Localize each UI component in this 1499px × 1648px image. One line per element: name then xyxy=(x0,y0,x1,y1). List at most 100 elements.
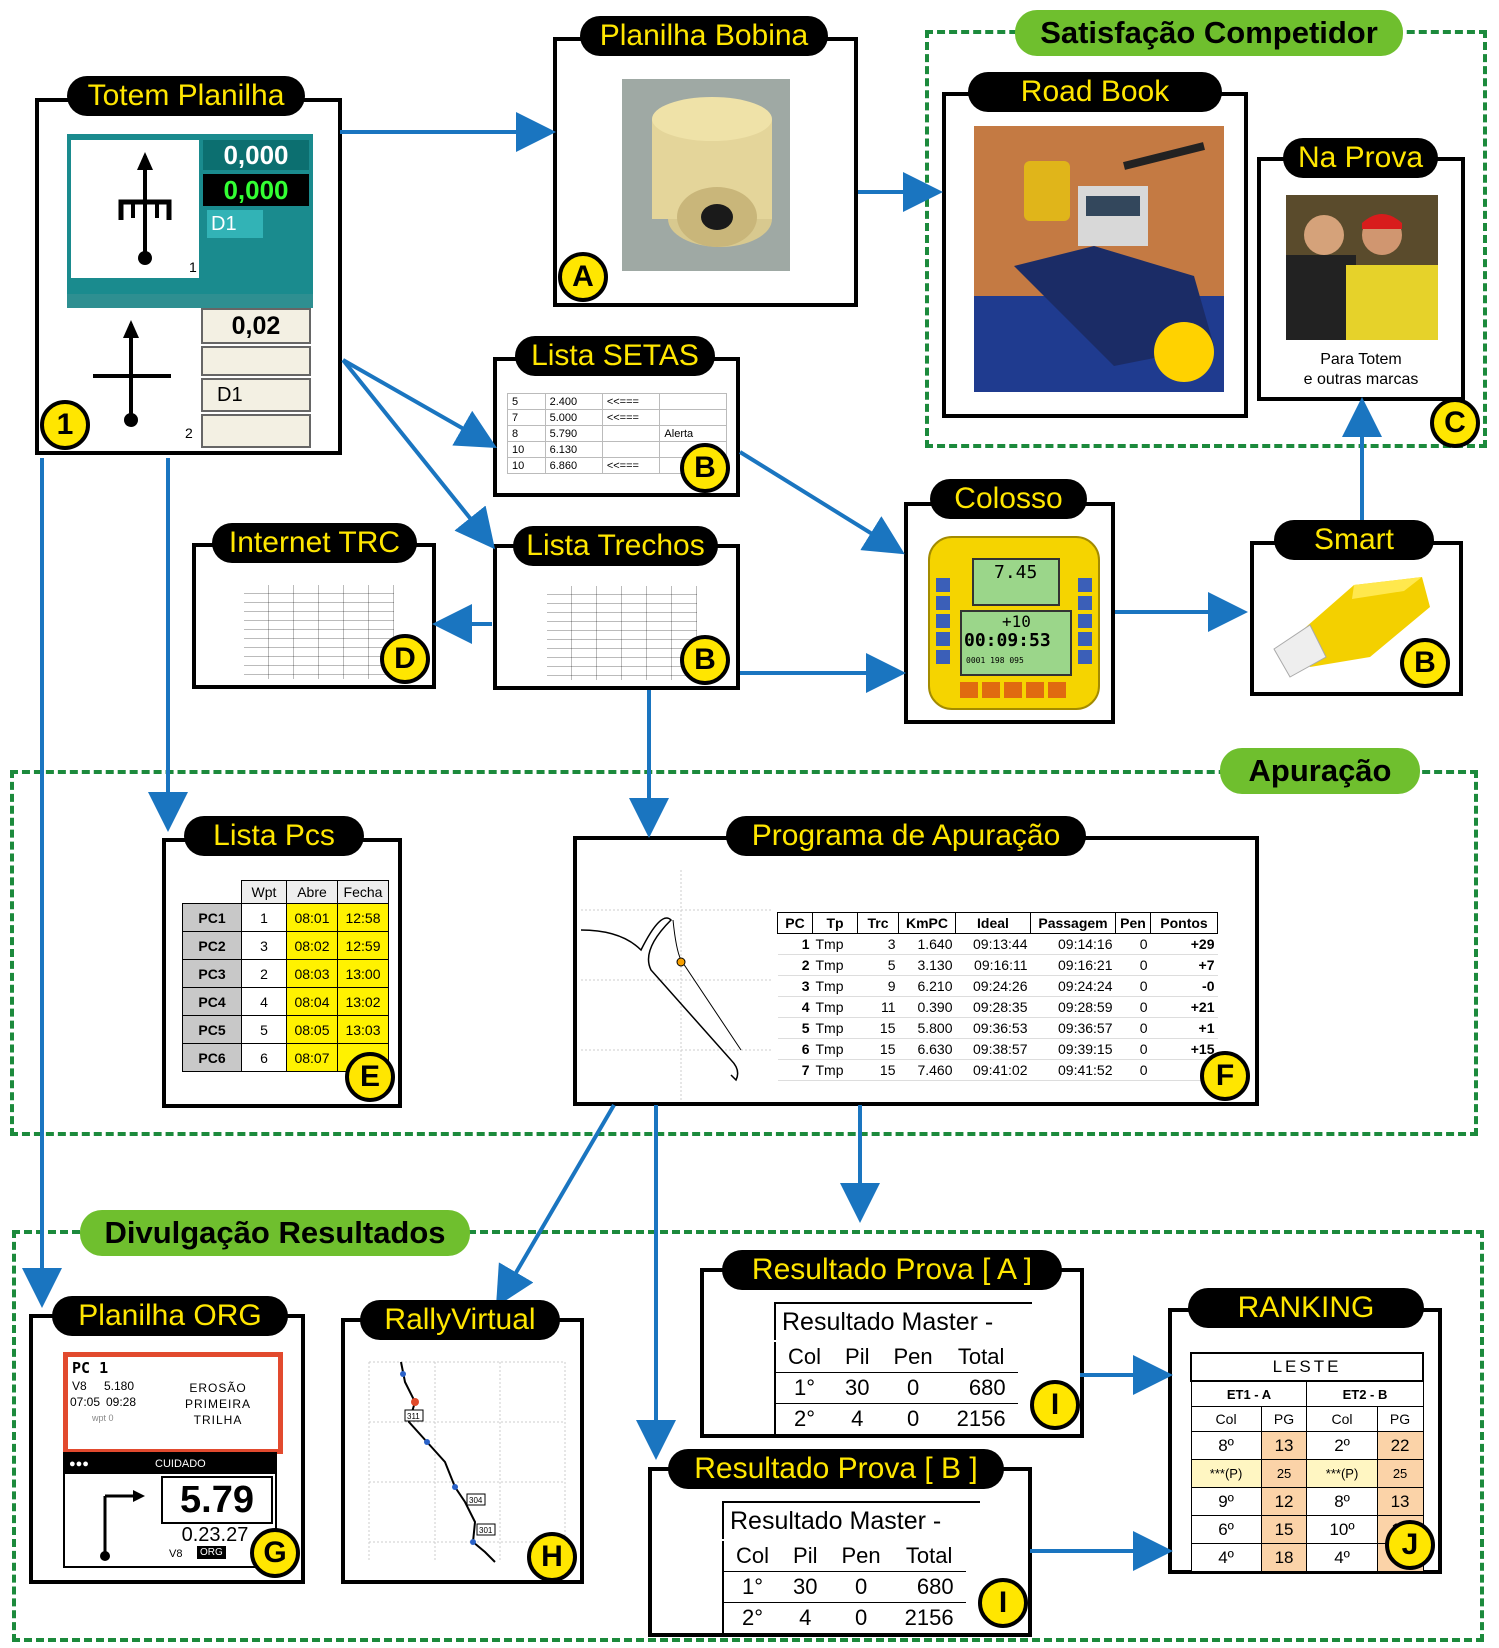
resB-cell: 680 xyxy=(892,1571,966,1603)
programa-header: Trc xyxy=(857,912,899,934)
ranking-cell: 25 xyxy=(1376,1459,1424,1488)
programa-cell: 6 xyxy=(777,1038,813,1060)
rally-tag-3: 301 xyxy=(479,1526,493,1535)
colosso-buttons-left xyxy=(936,578,950,668)
colosso-title: Colosso xyxy=(930,479,1087,519)
colosso-screen-2-text: +10 xyxy=(1002,612,1031,631)
ranking-header: PG xyxy=(1260,1406,1308,1432)
rally-map-plot: 311 304 301 xyxy=(368,1361,566,1563)
totem-title: Totem Planilha xyxy=(67,76,305,116)
competitors-photo-icon xyxy=(1286,195,1438,340)
pcs-cell: 5 xyxy=(241,1015,287,1044)
ranking-header: Col xyxy=(1190,1406,1262,1432)
dots-icon: ●●● xyxy=(69,1458,89,1470)
pcs-cell: 08:01 xyxy=(286,903,338,932)
org-title: Planilha ORG xyxy=(52,1296,288,1336)
ranking-cell: 9º xyxy=(1190,1487,1262,1516)
programa-cell: 09:36:57 xyxy=(1030,1017,1116,1039)
rally-badge: H xyxy=(527,1532,577,1582)
pcs-cell: 08:07 xyxy=(286,1043,338,1072)
ranking-cell: 4º xyxy=(1190,1543,1262,1572)
setas-cell: Alerta xyxy=(659,425,727,442)
resA-cell: 0 xyxy=(881,1372,945,1404)
pcs-cell: 08:05 xyxy=(286,1015,338,1044)
programa-cell: 09:24:26 xyxy=(955,975,1031,997)
pcs-cell: PC1 xyxy=(182,903,242,932)
track-map-plot xyxy=(581,870,771,1100)
ranking-title: RANKING xyxy=(1188,1288,1424,1328)
totem-d1-label-2: D1 xyxy=(201,378,311,412)
totem-badge: 1 xyxy=(40,400,90,450)
org-pc-label: PC 1 xyxy=(72,1359,109,1377)
colosso-screen-1-text: 7.45 xyxy=(994,562,1038,583)
ranking-cell: 18 xyxy=(1260,1543,1308,1572)
pcs-title: Lista Pcs xyxy=(184,816,364,856)
ranking-stage-1: ET1 - A xyxy=(1190,1380,1308,1407)
programa-cell: 0 xyxy=(1115,933,1151,955)
naprova-caption-1: Para Totem xyxy=(1320,351,1402,368)
smart-key-icon xyxy=(1273,577,1430,678)
ranking-header: PG xyxy=(1376,1406,1424,1432)
ranking-region-row: LESTE xyxy=(1190,1352,1424,1382)
rally-tag-2: 304 xyxy=(469,1496,483,1505)
pcs-cell: 2 xyxy=(241,959,287,988)
programa-cell: Tmp xyxy=(812,1038,858,1060)
programa-cell: 5 xyxy=(777,1017,813,1039)
rally-tag-1: 311 xyxy=(407,1412,420,1421)
colosso-screen-2: +10 00:09:53 0001 198 095 xyxy=(960,610,1072,676)
programa-cell: 09:39:15 xyxy=(1030,1038,1116,1060)
setas-cell: 7 xyxy=(507,409,546,426)
programa-cell: 0 xyxy=(1115,975,1151,997)
programa-cell: 6.630 xyxy=(898,1038,956,1060)
resB-heading: Resultado Master - xyxy=(722,1501,980,1539)
resA-cell: 2° xyxy=(773,1403,834,1435)
resA-badge: I xyxy=(1030,1380,1080,1430)
pcs-cell: 1 xyxy=(241,903,287,932)
programa-cell: 15 xyxy=(857,1059,899,1081)
colosso-buttons-right xyxy=(1078,578,1092,668)
resA-header: Pil xyxy=(833,1342,882,1373)
pcs-cell: 08:04 xyxy=(286,987,338,1016)
pcs-cell: 12:59 xyxy=(337,931,389,960)
setas-cell: <<=== xyxy=(601,393,661,410)
pcs-cell: PC4 xyxy=(182,987,242,1016)
resB-cell: 2° xyxy=(721,1602,782,1634)
programa-cell: 09:38:57 xyxy=(955,1038,1031,1060)
programa-cell: Tmp xyxy=(812,933,858,955)
pcs-header: Wpt xyxy=(241,880,287,904)
ranking-cell: 6º xyxy=(1190,1515,1262,1544)
programa-cell: 11 xyxy=(857,996,899,1018)
programa-cell: 15 xyxy=(857,1038,899,1060)
ranking-badge: J xyxy=(1385,1520,1435,1570)
internet-title: Internet TRC xyxy=(212,523,417,563)
ranking-cell: 2º xyxy=(1306,1431,1378,1460)
roadbook-box xyxy=(942,92,1248,418)
totem-value-3: 0,02 xyxy=(201,308,311,344)
ranking-stage-2: ET2 - B xyxy=(1306,1380,1424,1407)
cross-arrow-icon: 2 xyxy=(93,320,193,441)
pcs-cell: 4 xyxy=(241,987,287,1016)
programa-cell: 09:14:16 xyxy=(1030,933,1116,955)
org-big-value: 5.79 xyxy=(161,1476,273,1524)
programa-cell: 1 xyxy=(777,933,813,955)
pcs-header xyxy=(182,880,242,904)
totem-value-2: 0,000 xyxy=(203,174,309,206)
programa-cell: 7 xyxy=(777,1059,813,1081)
smart-title: Smart xyxy=(1274,520,1434,560)
setas-cell xyxy=(601,441,661,458)
group-title-divulgacao: Divulgação Resultados xyxy=(80,1210,470,1256)
org-cuidado-bar: ●●● CUIDADO xyxy=(65,1454,275,1474)
programa-cell: 9 xyxy=(857,975,899,997)
